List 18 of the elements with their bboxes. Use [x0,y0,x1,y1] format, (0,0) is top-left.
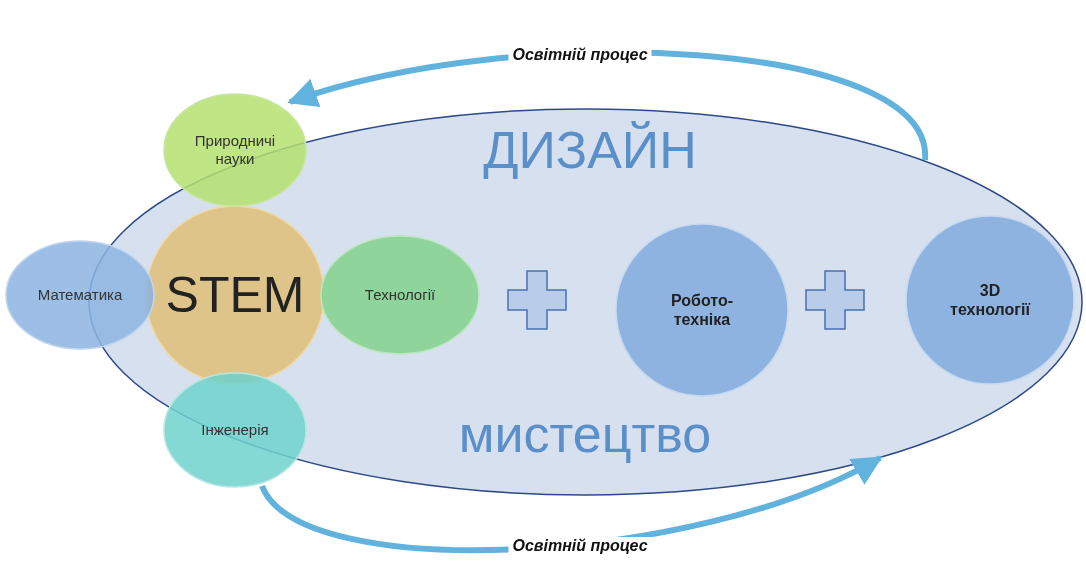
area-heading: мистецтво [457,404,713,464]
edge-label: Освітній процес [508,46,652,64]
node-label: Природничі науки [193,132,277,168]
subject-circle [320,235,480,355]
node-label: 3D технології [950,280,1030,320]
area-heading: ДИЗАЙН [482,120,698,180]
edge-label: Освітній процес [508,537,652,555]
center-label: STEM [165,266,305,325]
subject-circle [5,240,155,350]
subject-circle [163,93,307,207]
node-label: Робото- техніка [670,290,734,330]
node-label: Математика [37,286,123,304]
topic-circle [615,223,789,397]
node-label: Технології [364,286,436,304]
node-label: Інженерія [201,421,269,439]
topic-circle [905,215,1075,385]
curved-arrow [287,49,928,161]
curved-arrow [259,455,883,554]
